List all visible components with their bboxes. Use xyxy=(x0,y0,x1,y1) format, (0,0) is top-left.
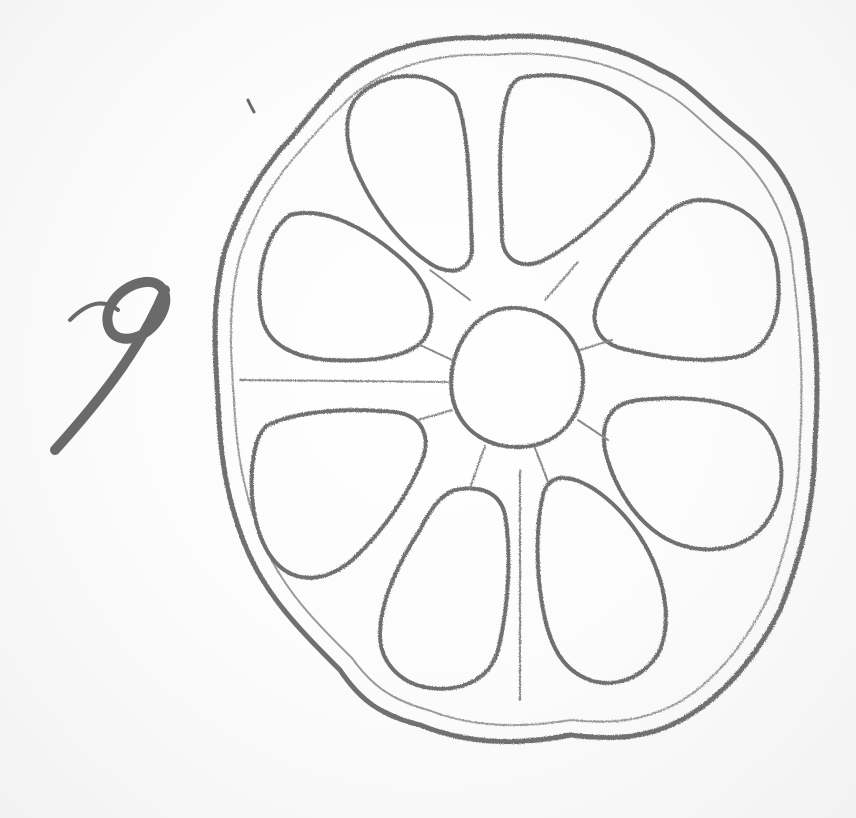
peripheral-chamber-upper-left xyxy=(347,76,472,271)
inner-boundary xyxy=(231,54,802,726)
central-chamber xyxy=(451,308,583,447)
peripheral-chamber-bottom xyxy=(380,488,509,688)
peripheral-chamber-right xyxy=(604,398,782,549)
septa-lines xyxy=(240,262,612,700)
peripheral-chamber-left xyxy=(259,213,431,360)
peripheral-chamber-lower-right xyxy=(538,478,666,683)
figure-number: 9 xyxy=(48,238,198,468)
peripheral-chamber-lower-left xyxy=(252,410,426,578)
peripheral-chamber-upper-right xyxy=(594,200,778,360)
peripheral-chamber-top xyxy=(500,75,653,264)
